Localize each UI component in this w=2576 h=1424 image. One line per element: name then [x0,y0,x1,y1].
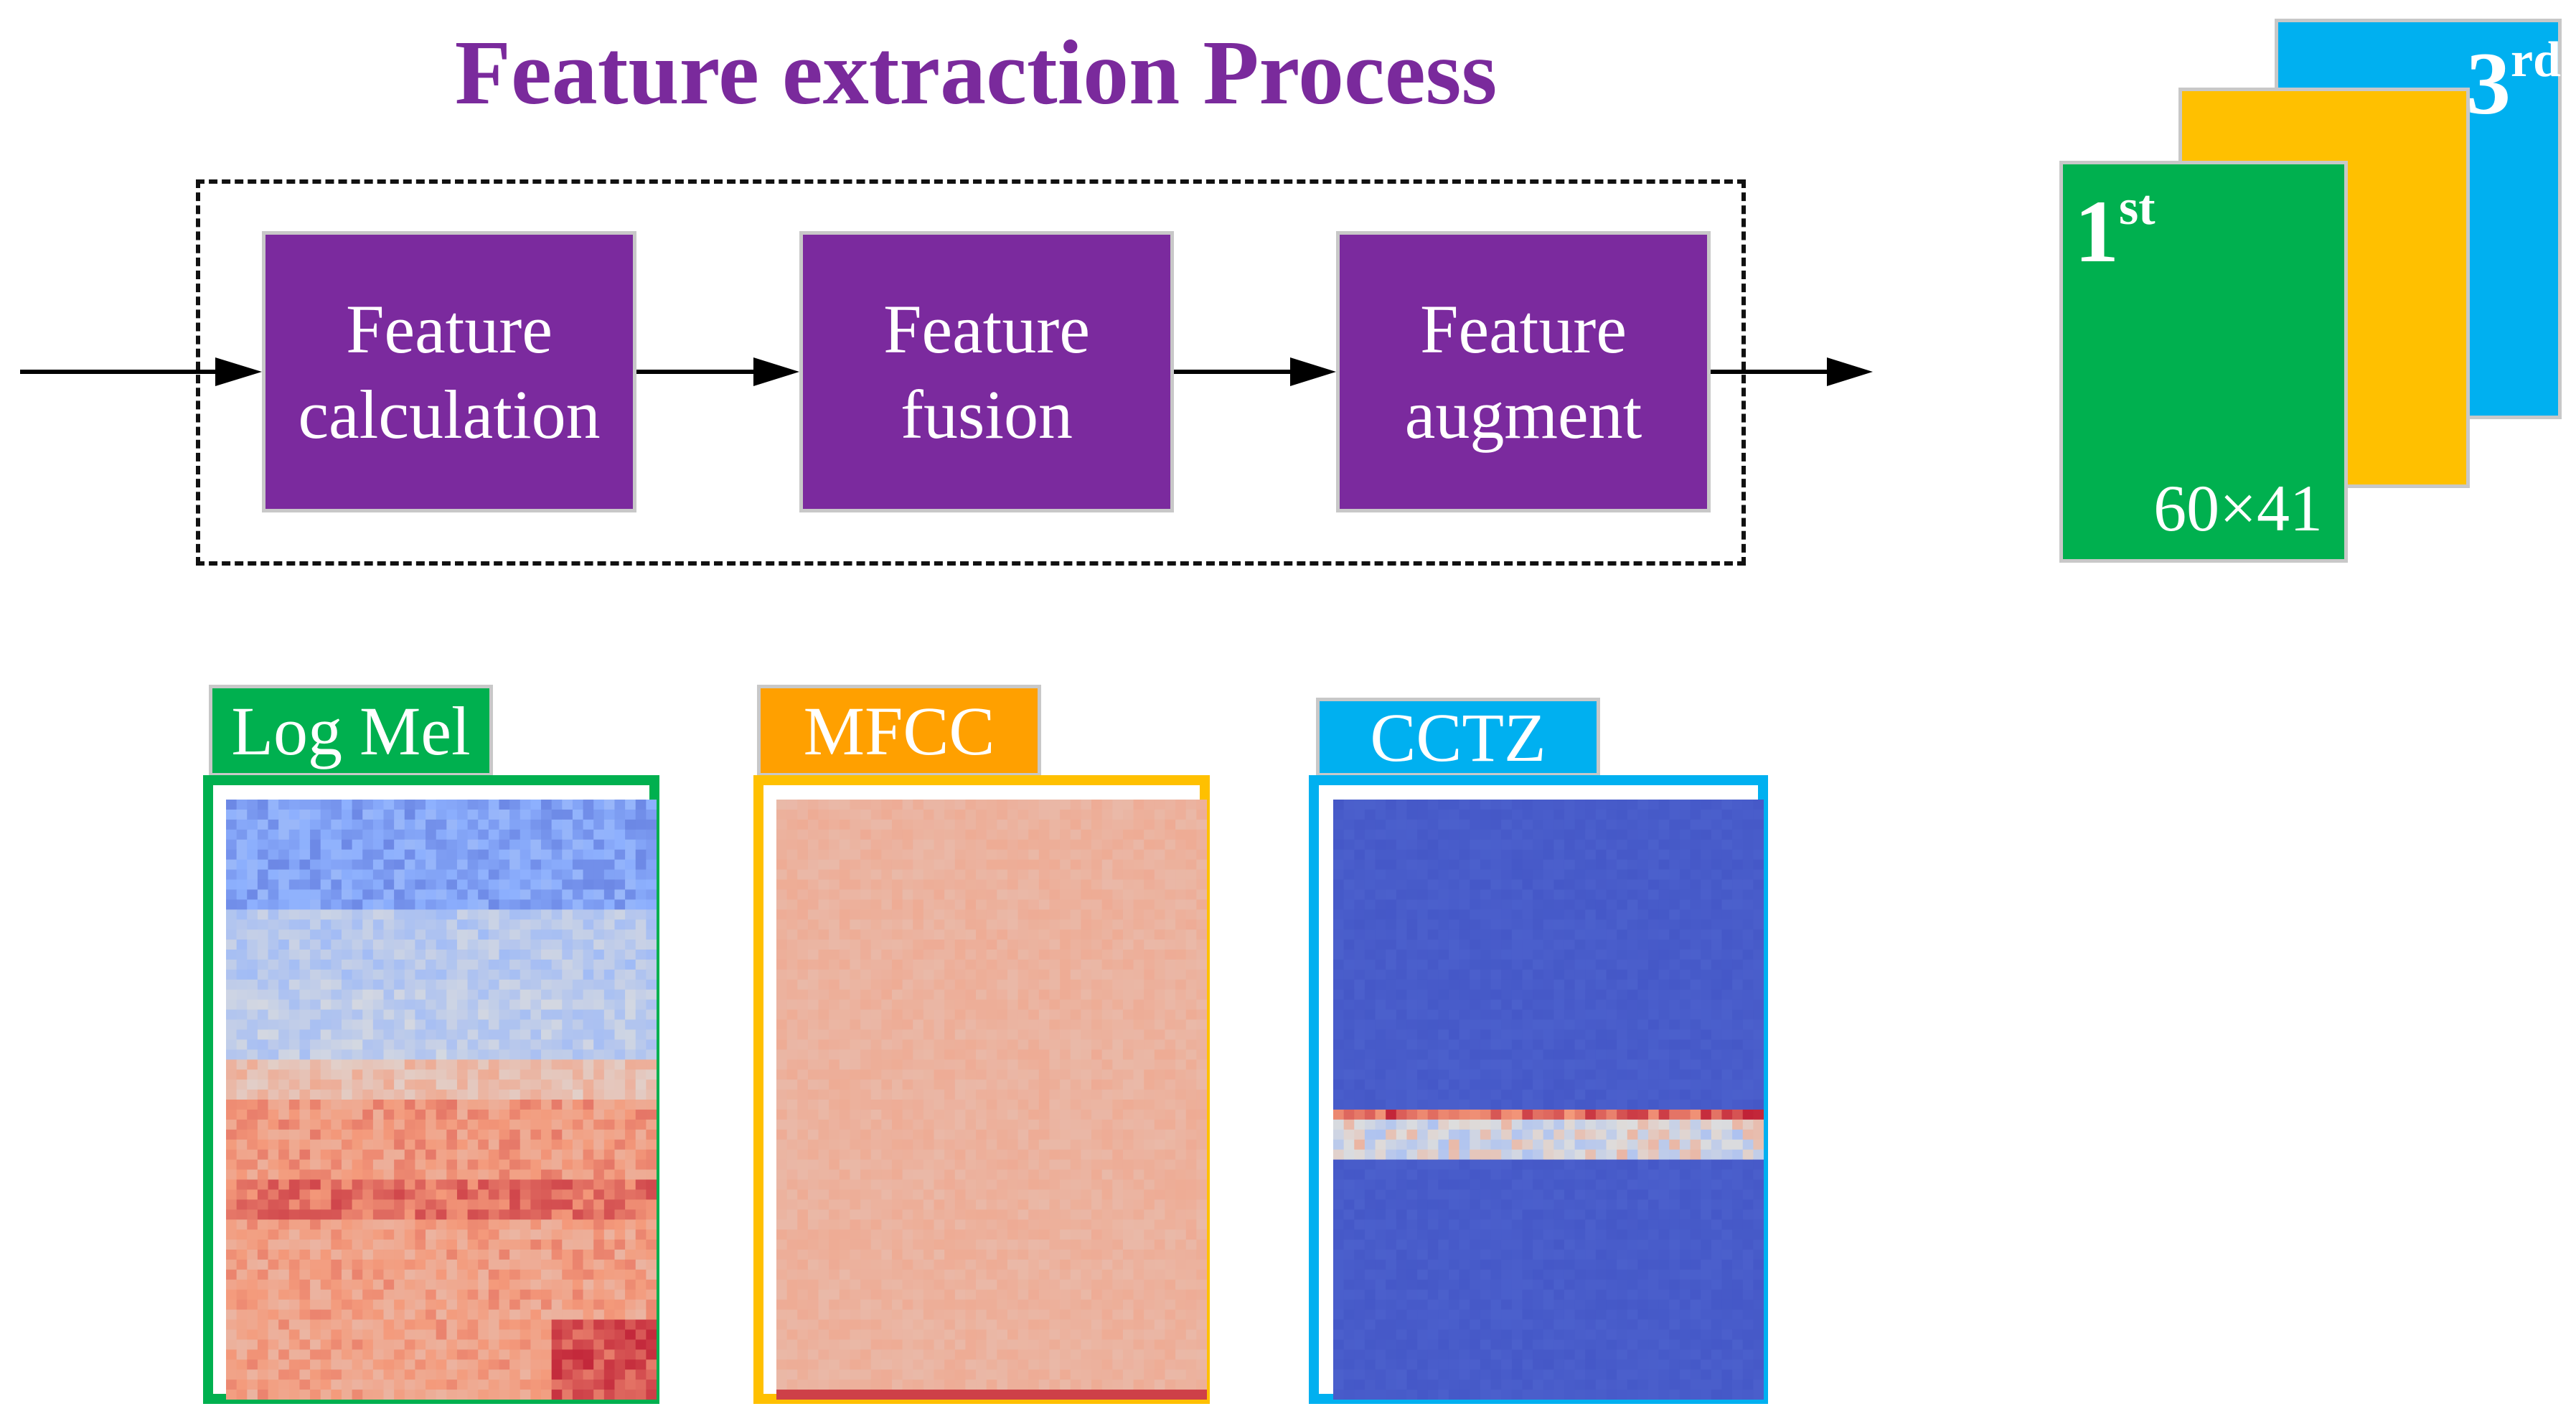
panel-cctz [1309,775,1768,1404]
panel-mfcc [753,775,1210,1404]
diagram-title: Feature extraction Process [454,22,1498,123]
channel-label-3rd: 3rd [2466,32,2561,133]
step-feature-fusion: Feature fusion [799,231,1174,512]
heatmap-cctz [1333,800,1764,1400]
channel-card-1st: 1st 60×41 [2059,161,2348,563]
panel-log-mel [203,775,659,1404]
step-feature-calculation: Feature calculation [262,231,636,512]
heatmap-mfcc [776,800,1207,1400]
arrow-input [20,357,262,386]
arrow-fusion-to-augment [1174,357,1336,386]
tab-mfcc: MFCC [757,685,1041,777]
arrow-output [1711,357,1873,386]
step-feature-augment: Feature augment [1336,231,1711,512]
tab-log-mel: Log Mel [209,685,493,777]
channel-size-label: 60×41 [2153,472,2323,545]
channel-label-1st: 1st [2074,180,2156,281]
arrow-calc-to-fusion [636,357,799,386]
tab-cctz: CCTZ [1316,698,1600,777]
heatmap-log-mel [226,800,657,1400]
